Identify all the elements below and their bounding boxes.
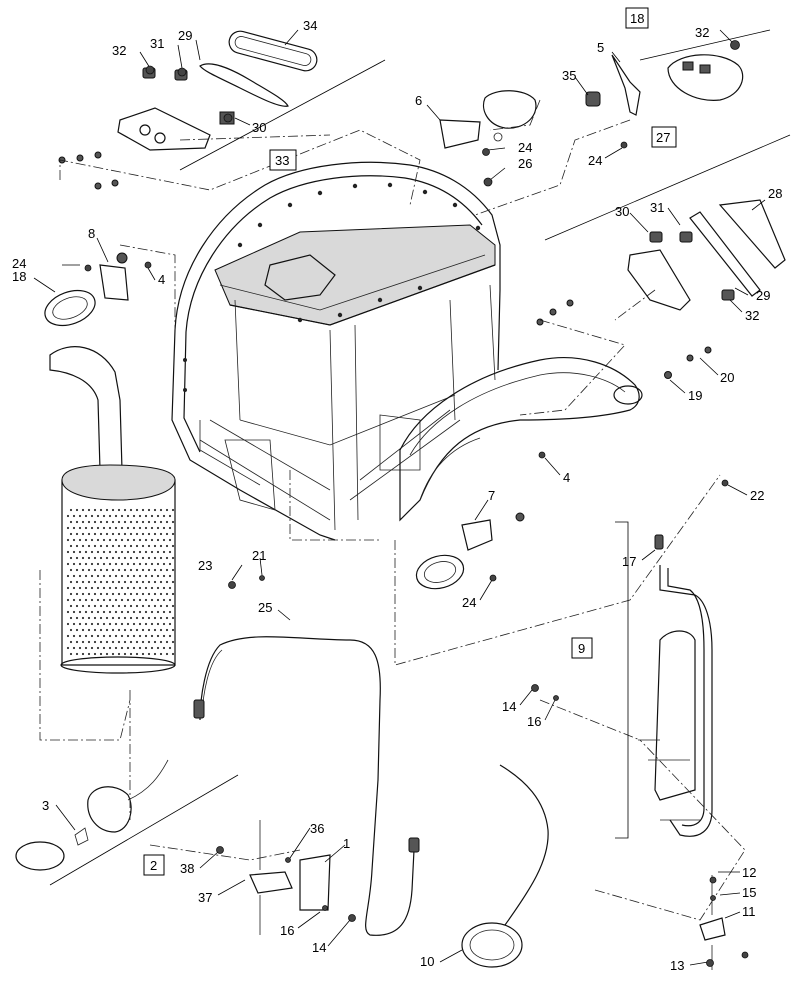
callout-26: 26 bbox=[518, 156, 532, 171]
callout-4: 4 bbox=[158, 272, 165, 287]
callout-8: 8 bbox=[88, 226, 95, 241]
callout-36: 36 bbox=[310, 821, 324, 836]
callout-19: 19 bbox=[688, 388, 702, 403]
right-light-bracket-assembly bbox=[536, 199, 786, 379]
callout-37: 37 bbox=[198, 890, 212, 905]
front-work-light bbox=[415, 512, 525, 590]
center-dome-light bbox=[439, 90, 537, 149]
callout-22: 22 bbox=[750, 488, 764, 503]
boxed-callouts: 18 27 33 9 2 bbox=[143, 7, 677, 876]
callout-23: 23 bbox=[198, 558, 212, 573]
handrail bbox=[638, 534, 713, 837]
callout-25: 25 bbox=[258, 600, 272, 615]
svg-text:2: 2 bbox=[150, 858, 157, 873]
left-side-work-light bbox=[44, 252, 129, 327]
callout-24: 24 bbox=[12, 256, 26, 271]
svg-text:18: 18 bbox=[630, 11, 644, 26]
wire-harness bbox=[193, 636, 420, 936]
muffler-perforation bbox=[66, 508, 175, 656]
callout-12: 12 bbox=[742, 865, 756, 880]
callout-32: 32 bbox=[695, 25, 709, 40]
callout-10: 10 bbox=[420, 954, 434, 969]
callout-14: 14 bbox=[312, 940, 326, 955]
callout-21: 21 bbox=[252, 548, 266, 563]
fasteners bbox=[84, 40, 749, 967]
callout-13: 13 bbox=[670, 958, 684, 973]
callout-34: 34 bbox=[303, 18, 317, 33]
lower-work-light bbox=[461, 764, 549, 968]
rear-turn-light bbox=[15, 759, 169, 871]
group-callout-2: 2 bbox=[143, 854, 165, 876]
callout-11: 11 bbox=[742, 904, 756, 919]
callout-16: 16 bbox=[280, 923, 294, 938]
callout-1: 1 bbox=[343, 836, 350, 851]
callout-7: 7 bbox=[488, 488, 495, 503]
callout-24: 24 bbox=[588, 153, 602, 168]
callout-24: 24 bbox=[518, 140, 532, 155]
callout-14: 14 bbox=[502, 699, 516, 714]
callout-30: 30 bbox=[252, 120, 266, 135]
callout-29: 29 bbox=[756, 288, 770, 303]
callout-15: 15 bbox=[742, 885, 756, 900]
callout-38: 38 bbox=[180, 861, 194, 876]
callout-17: 17 bbox=[622, 554, 636, 569]
callout-24: 24 bbox=[462, 595, 476, 610]
group-brackets bbox=[49, 29, 791, 886]
rear-fender bbox=[399, 357, 643, 522]
callout-32: 32 bbox=[745, 308, 759, 323]
callout-35: 35 bbox=[562, 68, 576, 83]
callout-32: 32 bbox=[112, 43, 126, 58]
svg-text:9: 9 bbox=[578, 641, 585, 656]
right-top-work-light bbox=[585, 54, 744, 116]
callout-31: 31 bbox=[650, 200, 664, 215]
svg-text:33: 33 bbox=[275, 153, 289, 168]
callout-6: 6 bbox=[415, 93, 422, 108]
group-callout-9: 9 bbox=[571, 637, 593, 659]
callout-4: 4 bbox=[563, 470, 570, 485]
callout-29: 29 bbox=[178, 28, 192, 43]
callout-20: 20 bbox=[720, 370, 734, 385]
phantom-lines bbox=[39, 99, 746, 921]
callout-18: 18 bbox=[12, 269, 26, 284]
muffler bbox=[49, 346, 176, 674]
callout-31: 31 bbox=[150, 36, 164, 51]
group-callout-18: 18 bbox=[625, 7, 649, 29]
callout-5: 5 bbox=[597, 40, 604, 55]
callout-28: 28 bbox=[768, 186, 782, 201]
lower-bracket-assembly bbox=[249, 820, 331, 935]
step-bracket bbox=[699, 875, 726, 970]
callout-30: 30 bbox=[615, 204, 629, 219]
callout-leaders bbox=[33, 29, 766, 966]
callout-labels: 32 31 29 34 30 24 8 4 18 6 24 26 5 35 24… bbox=[12, 18, 782, 973]
group-callout-27: 27 bbox=[651, 126, 677, 148]
svg-text:27: 27 bbox=[656, 130, 670, 145]
callout-3: 3 bbox=[42, 798, 49, 813]
callout-16: 16 bbox=[527, 714, 541, 729]
cab-frame bbox=[171, 161, 501, 541]
group-callout-33: 33 bbox=[269, 149, 297, 171]
